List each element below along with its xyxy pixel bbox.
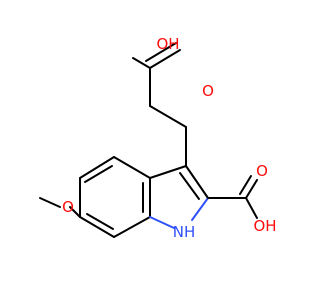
bond-c3-c2p bbox=[185, 165, 209, 199]
bond-cooh-o-right bbox=[149, 49, 181, 69]
bond-c2-c3 bbox=[79, 156, 115, 179]
bond-c4-c5-double bbox=[86, 213, 114, 230]
bond-cooh-o-left bbox=[132, 57, 151, 69]
bond-ch2a-ch2b bbox=[149, 105, 187, 128]
bond-o-ch3 bbox=[39, 197, 61, 208]
bond-c2-c3-double bbox=[84, 165, 113, 183]
atom-o-methoxy: O bbox=[62, 198, 74, 216]
bond-c5-c6 bbox=[113, 216, 151, 238]
bond-c1-c2 bbox=[113, 156, 151, 179]
bond-cooh-o-right-double bbox=[145, 42, 177, 62]
bond-c4-c5 bbox=[79, 216, 115, 238]
bond-c5-o bbox=[69, 206, 81, 218]
atom-oh-top: OH bbox=[156, 35, 179, 53]
molecule-structure: OH O O OH O NH bbox=[39, 35, 277, 241]
bond-cacid-o-double bbox=[245, 179, 258, 199]
bond-n-c7a bbox=[149, 216, 175, 229]
atom-o-top: O bbox=[202, 82, 214, 100]
bond-c3a-c3 bbox=[149, 165, 187, 179]
bond-cacid-o-double-2 bbox=[239, 175, 252, 195]
atom-nh: NH bbox=[173, 223, 196, 241]
bond-c2p-n bbox=[191, 197, 209, 221]
bond-c3-c2p-double bbox=[179, 172, 200, 200]
atom-oh-acid: OH bbox=[253, 217, 276, 235]
bond-cacid-oh bbox=[245, 197, 258, 219]
atom-o-acid: O bbox=[256, 162, 268, 180]
